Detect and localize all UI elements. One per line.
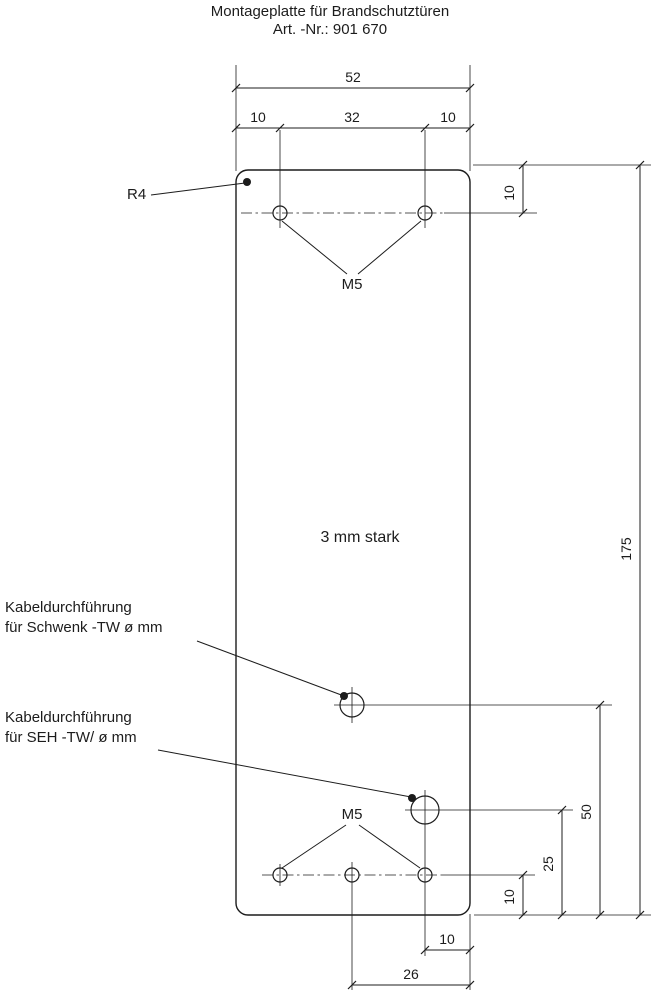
dim-tick <box>231 83 241 93</box>
dim-value-175: 175 <box>618 537 634 561</box>
dim-value-50: 50 <box>578 804 594 820</box>
thread-label-bottom: M5 <box>342 806 363 823</box>
leader-dot <box>243 178 251 186</box>
mounting-hole-bottom-right <box>417 867 433 883</box>
dim-tick <box>465 83 475 93</box>
dim-tick <box>557 805 567 815</box>
cable-hole-schwenk: Kabeldurchführung für Schwenk -TW ø mm <box>5 599 612 723</box>
mounting-hole-bottom-center <box>344 867 360 883</box>
dim-tick <box>557 910 567 920</box>
label-m5-top: M5 <box>281 220 422 293</box>
dim-tick <box>465 945 475 955</box>
dim-value-10-vertical: 10 <box>501 889 517 905</box>
dim-tick <box>518 160 528 170</box>
cable-label-schwenk-line2: für Schwenk -TW ø mm <box>5 619 163 636</box>
dim-tick <box>635 910 645 920</box>
drawing-title: Montageplatte für Brandschutztüren <box>211 3 449 20</box>
dim-tick <box>518 870 528 880</box>
dim-25: 25 <box>540 805 567 920</box>
leader-line <box>150 182 246 196</box>
top-holes <box>241 130 537 228</box>
dim-value-10-offset: 10 <box>501 185 517 201</box>
mounting-hole-top-right <box>417 205 433 221</box>
dim-value-10-bottom: 10 <box>439 931 455 947</box>
dim-26: 26 <box>347 966 475 990</box>
dim-value-52: 52 <box>345 69 361 85</box>
leader-dot <box>408 794 416 802</box>
leader-line <box>281 220 348 275</box>
radius-label: R4 <box>127 186 146 203</box>
dim-value-26: 26 <box>403 966 419 982</box>
dim-tick <box>420 123 430 133</box>
dim-tick <box>465 980 475 990</box>
dim-tick <box>635 160 645 170</box>
bottom-holes <box>262 862 535 990</box>
dim-tick <box>275 123 285 133</box>
dim-tick <box>347 980 357 990</box>
label-m5-bottom: M5 <box>281 806 421 869</box>
mounting-hole-bottom-left <box>272 867 288 883</box>
cable-label-seh-line2: für SEH -TW/ ø mm <box>5 729 137 746</box>
plate-body <box>235 169 471 916</box>
dim-width-total: 52 <box>231 69 475 93</box>
dim-value-25: 25 <box>540 856 556 872</box>
dim-tick <box>518 910 528 920</box>
dim-tick <box>465 123 475 133</box>
plate-outline <box>235 65 471 990</box>
material-note: 3 mm stark <box>320 529 400 546</box>
dim-top-offset: 10 <box>473 160 651 218</box>
dim-tick <box>518 208 528 218</box>
dim-tick <box>420 945 430 955</box>
dim-50: 50 <box>578 700 605 920</box>
leader-line <box>281 824 347 869</box>
leader-line <box>358 824 421 869</box>
dim-10-bottom: 10 <box>420 931 475 955</box>
dim-width-segments: 10 32 10 <box>231 109 475 133</box>
mounting-hole-top-left <box>272 205 288 221</box>
dim-value-10-left: 10 <box>250 109 266 125</box>
leader-line <box>157 749 412 798</box>
title-block: Montageplatte für Brandschutztüren Art. … <box>211 3 449 38</box>
article-number: Art. -Nr.: 901 670 <box>273 21 387 38</box>
label-corner-radius: R4 <box>127 178 251 203</box>
dim-tick <box>595 700 605 710</box>
cable-label-seh-line1: Kabeldurchführung <box>5 709 132 726</box>
cable-hole-seh: Kabeldurchführung für SEH -TW/ ø mm <box>5 709 573 956</box>
cable-label-schwenk-line1: Kabeldurchführung <box>5 599 132 616</box>
leader-line <box>196 640 345 697</box>
dim-height-total: 175 <box>474 160 651 920</box>
dim-tick <box>231 123 241 133</box>
leader-line <box>357 220 422 275</box>
dim-tick <box>595 910 605 920</box>
dim-value-10-right: 10 <box>440 109 456 125</box>
dim-10-vertical: 10 <box>501 870 528 920</box>
thread-label-top: M5 <box>342 276 363 293</box>
dim-value-32: 32 <box>344 109 360 125</box>
